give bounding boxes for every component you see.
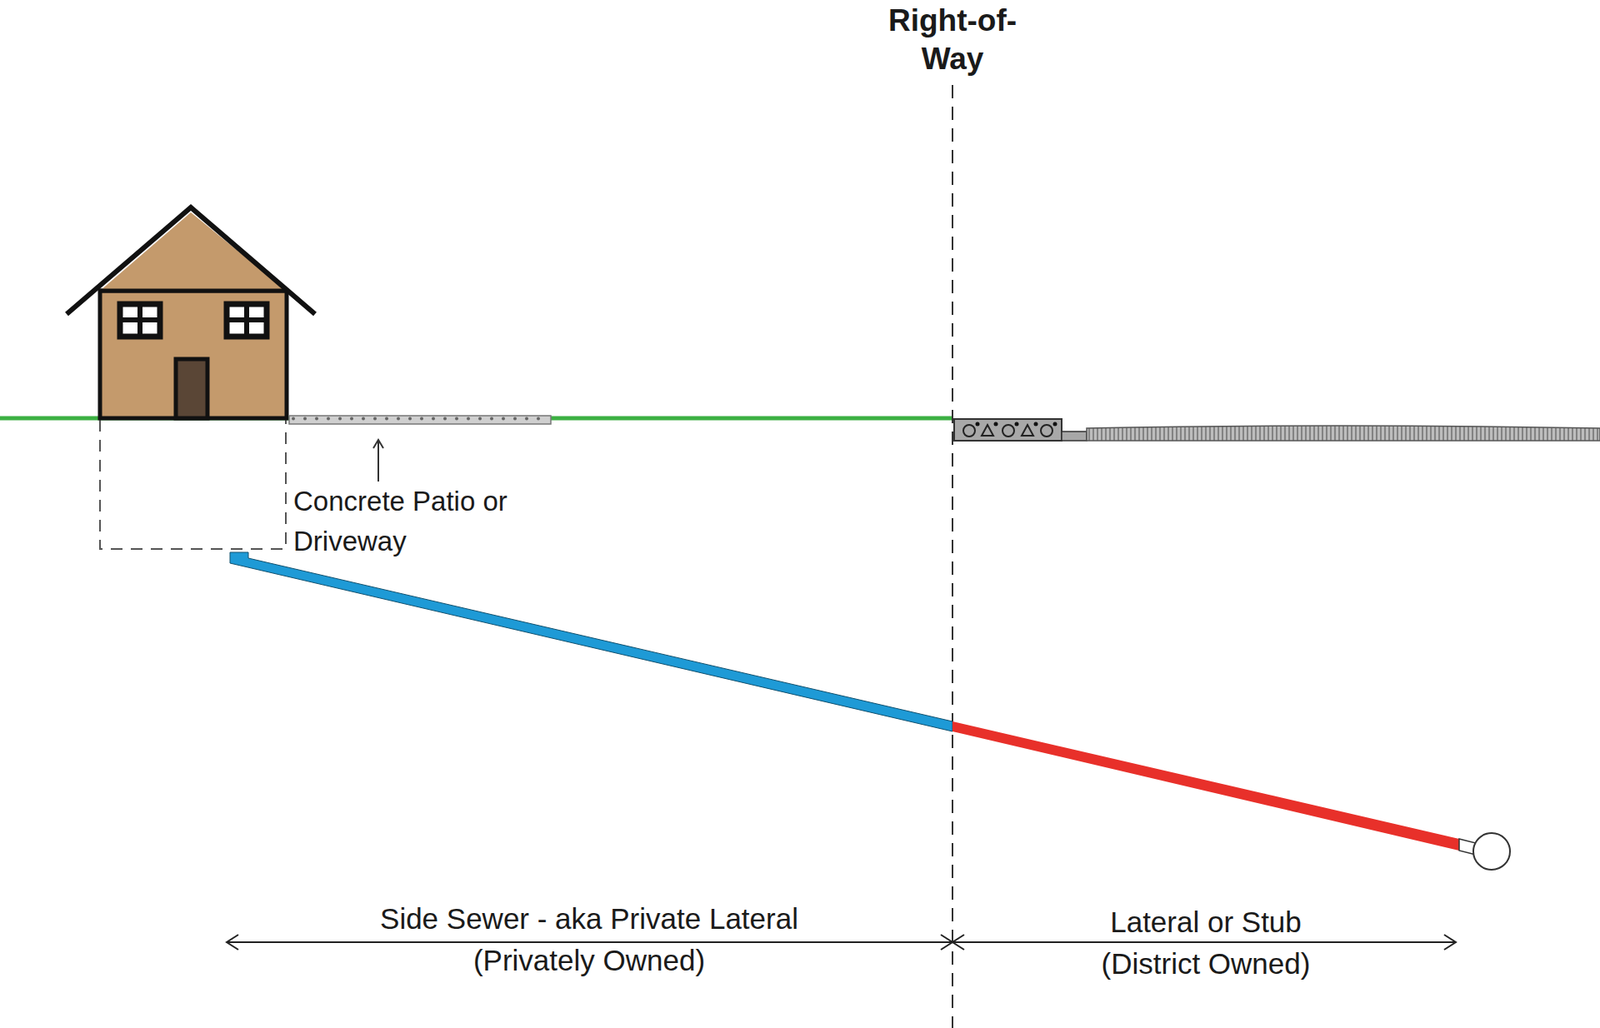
district-lateral-pipe	[952, 721, 1460, 851]
patio-dot	[396, 417, 400, 421]
patio-dot	[385, 417, 389, 421]
dimension-label: Lateral or Stub	[1110, 905, 1302, 940]
patio-dot	[478, 417, 482, 421]
patio-dot	[443, 417, 447, 421]
sewer-main	[1473, 833, 1510, 870]
patio-dot	[431, 417, 435, 421]
patio-dot	[315, 417, 319, 421]
basement-outline	[100, 420, 286, 550]
curb-texture	[963, 422, 1058, 438]
right-of-way-line	[951, 85, 954, 1028]
patio-dot	[361, 417, 365, 421]
patio-dot	[326, 417, 330, 421]
curb-aggregate	[975, 422, 980, 427]
patio-dot	[525, 417, 529, 421]
curb-aggregate	[963, 425, 975, 437]
curb-aggregate	[1021, 425, 1034, 436]
leader-arrow	[373, 440, 384, 482]
patio-dot	[536, 417, 540, 421]
curb-aggregate	[1053, 422, 1058, 427]
patio-label: Concrete Patio or Driveway	[293, 481, 512, 562]
curb-aggregate	[981, 425, 994, 436]
ownership-label: (Privately Owned)	[473, 943, 705, 979]
patio-dot	[513, 417, 517, 421]
dimension-label: Side Sewer - aka Private Lateral	[380, 901, 799, 937]
curb-toe	[1061, 431, 1087, 441]
curb-aggregate	[1015, 422, 1020, 427]
curb-aggregate	[1002, 425, 1015, 437]
private-lateral-pipe	[230, 552, 953, 732]
patio-dot	[338, 417, 342, 421]
patio-texture	[291, 417, 540, 421]
road-surface	[1086, 425, 1600, 441]
patio-dot	[420, 417, 424, 421]
patio-dot	[303, 417, 307, 421]
patio-dot	[373, 417, 377, 421]
curb	[954, 419, 1062, 441]
patio-dot	[455, 417, 459, 421]
curb-aggregate	[994, 422, 999, 427]
patio-dot	[501, 417, 505, 421]
curb-aggregate	[1034, 422, 1039, 427]
ownership-label: (District Owned)	[1101, 946, 1311, 982]
concrete-patio	[289, 415, 551, 425]
patio-dot	[490, 417, 494, 421]
right-of-way-label: Right-of- Way	[860, 1, 1045, 79]
patio-dot	[466, 417, 470, 421]
patio-dot	[350, 417, 354, 421]
patio-dot	[291, 417, 295, 421]
curb-aggregate	[1040, 425, 1053, 437]
patio-dot	[408, 417, 412, 421]
house	[66, 207, 315, 419]
